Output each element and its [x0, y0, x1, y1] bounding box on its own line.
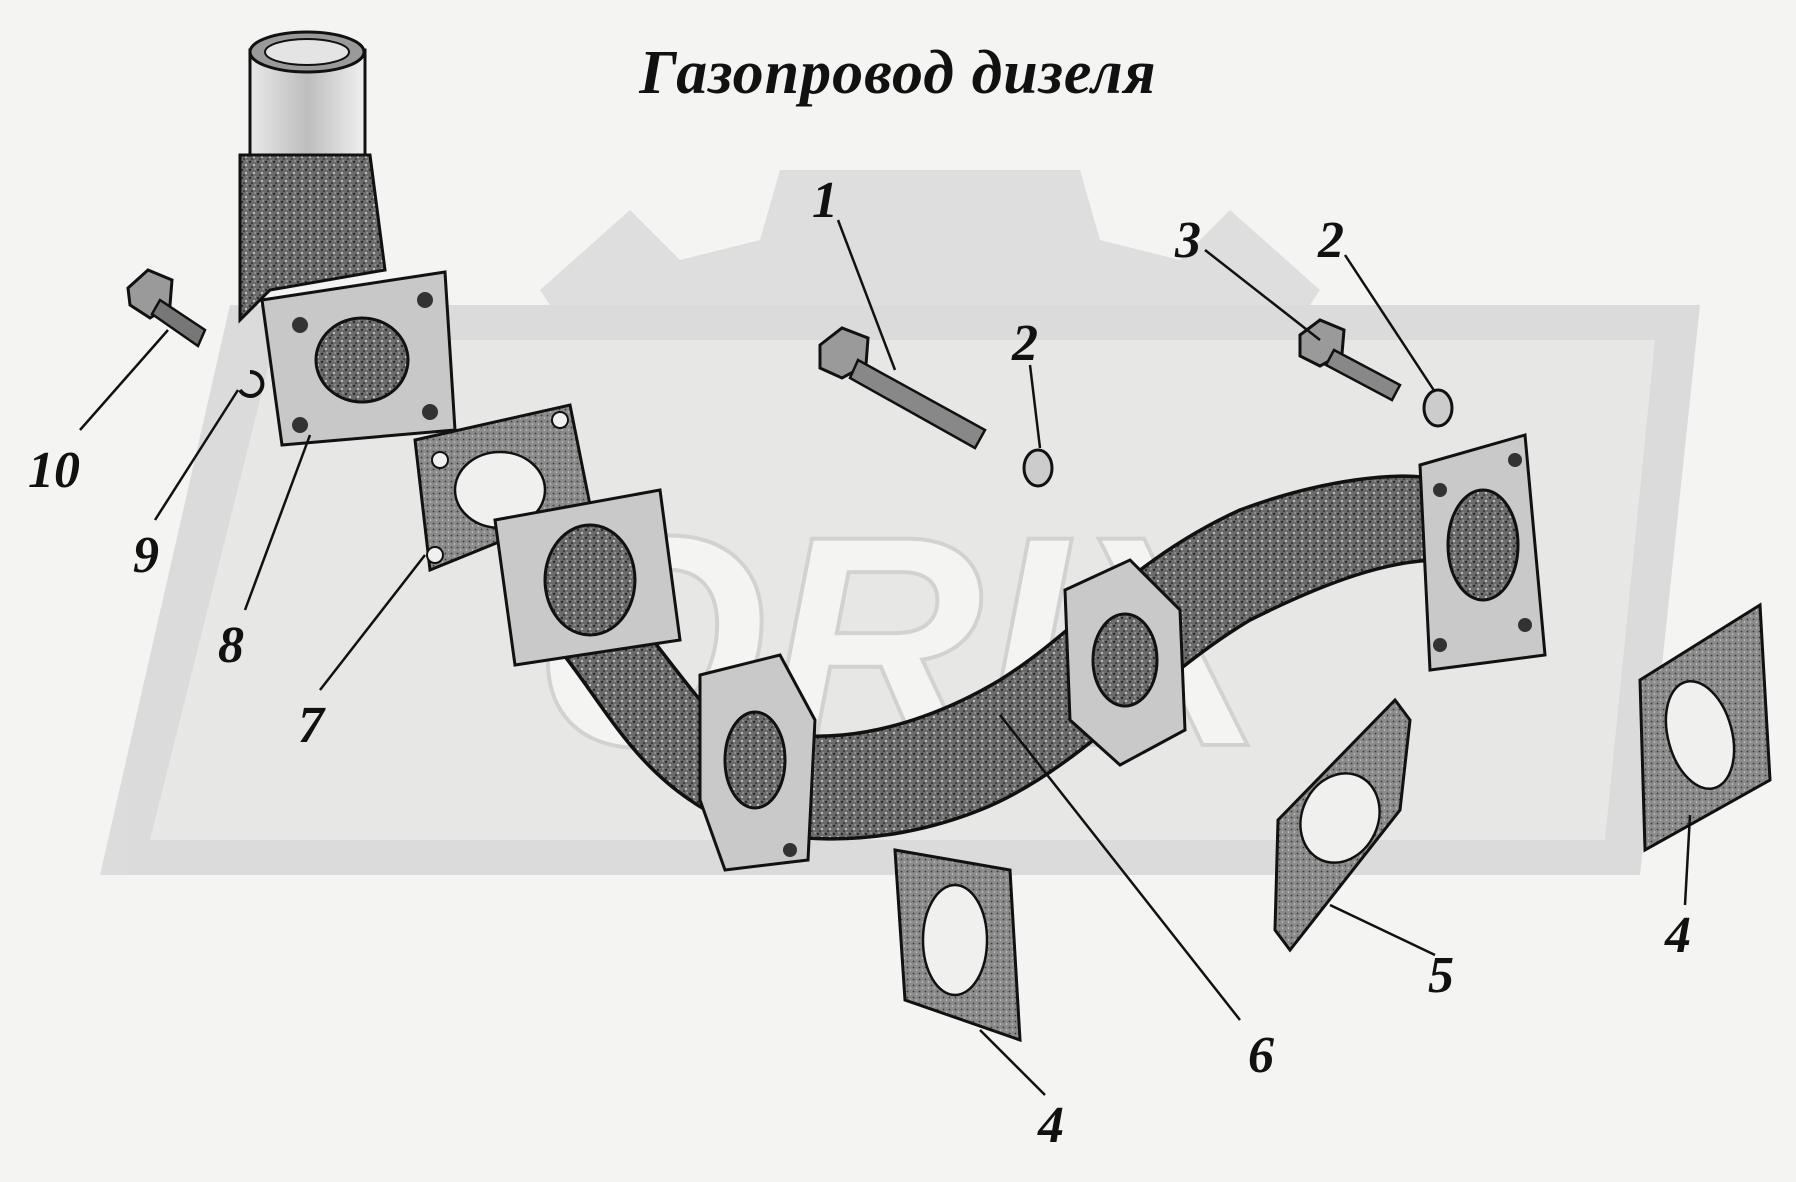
callout-6: 6	[1248, 1027, 1274, 1084]
part-4-gasket-bottom	[893, 848, 1022, 1043]
part-5-gasket	[1273, 697, 1412, 953]
leader-8	[243, 434, 312, 611]
callout-1: 1	[812, 172, 838, 229]
leader-10	[79, 329, 169, 431]
callout-7: 7	[298, 697, 324, 754]
callout-5: 5	[1428, 947, 1454, 1004]
leader-7	[319, 554, 426, 691]
callout-3: 3	[1175, 212, 1201, 269]
diagram-title: Газопровод дизеля	[639, 39, 1157, 107]
callout-4-bottom: 4	[1038, 1097, 1064, 1154]
leader-4b	[1683, 814, 1692, 906]
leader-2b	[1343, 254, 1437, 393]
leader-9	[153, 389, 240, 521]
leader-1	[836, 219, 897, 371]
callout-10: 10	[28, 442, 80, 499]
leader-3	[1204, 249, 1321, 341]
leader-2a	[1028, 364, 1042, 449]
part-2-washer-left	[1022, 448, 1054, 488]
part-10-bolt	[126, 268, 207, 348]
callout-2-left: 2	[1012, 315, 1038, 372]
callout-9: 9	[133, 527, 159, 584]
part-3-bolt	[1298, 318, 1402, 402]
part-8-outlet-elbow	[238, 30, 457, 447]
part-7-gasket	[413, 403, 592, 573]
part-4-gasket-right	[1638, 602, 1772, 853]
leader-5	[1329, 903, 1436, 957]
callout-2-right: 2	[1318, 212, 1344, 269]
part-6-manifold	[493, 433, 1547, 872]
leader-6	[999, 714, 1241, 1021]
callout-4-right: 4	[1665, 907, 1691, 964]
part-9-spring-washer	[238, 369, 265, 398]
leader-4a	[979, 1029, 1046, 1096]
part-2-washer-right	[1422, 388, 1454, 428]
part-1-long-bolt	[818, 326, 987, 450]
callout-8: 8	[218, 617, 244, 674]
leader-lines	[79, 219, 1692, 1096]
